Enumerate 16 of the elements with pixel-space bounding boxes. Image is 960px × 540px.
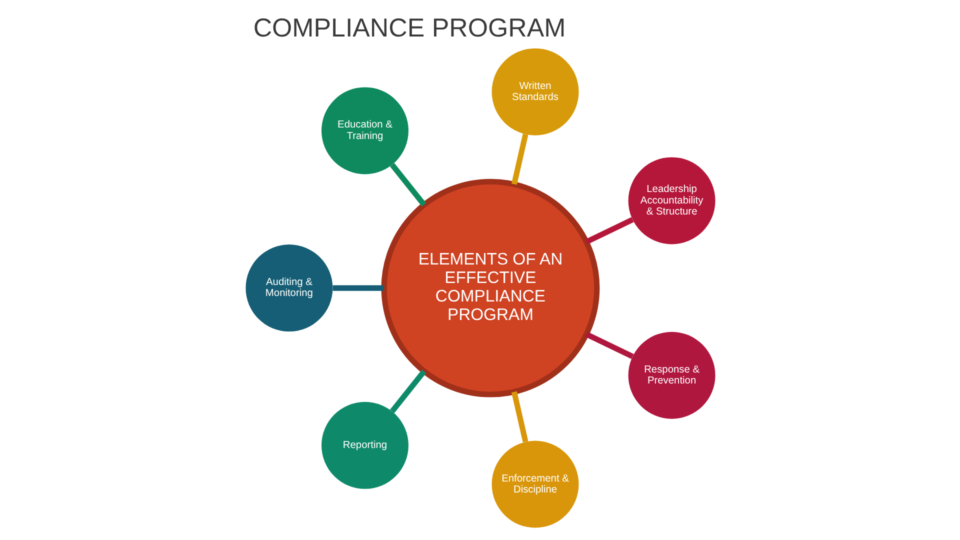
node-circle: Enforcement & Discipline (491, 440, 578, 528)
connector (584, 332, 634, 359)
connector (389, 370, 426, 414)
diagram-title: COMPLIANCE PROGRAM (252, 14, 566, 43)
node-circle: Education & Training (320, 87, 408, 174)
node-circle: Leadership Accountability & Structure (628, 157, 715, 244)
node-circle: ELEMENTS OF AN EFFECTIVE COMPLIANCE PROGRAM (380, 178, 600, 398)
node-circle: Reporting (320, 402, 408, 489)
node-circle: Written Standards (491, 48, 578, 136)
connector (510, 391, 528, 442)
connector (584, 217, 634, 244)
node-circle: Auditing & Monitoring (245, 244, 332, 332)
connector (389, 163, 426, 206)
connector (510, 134, 528, 185)
connector (332, 285, 384, 291)
node-circle: Response & Prevention (628, 332, 715, 419)
